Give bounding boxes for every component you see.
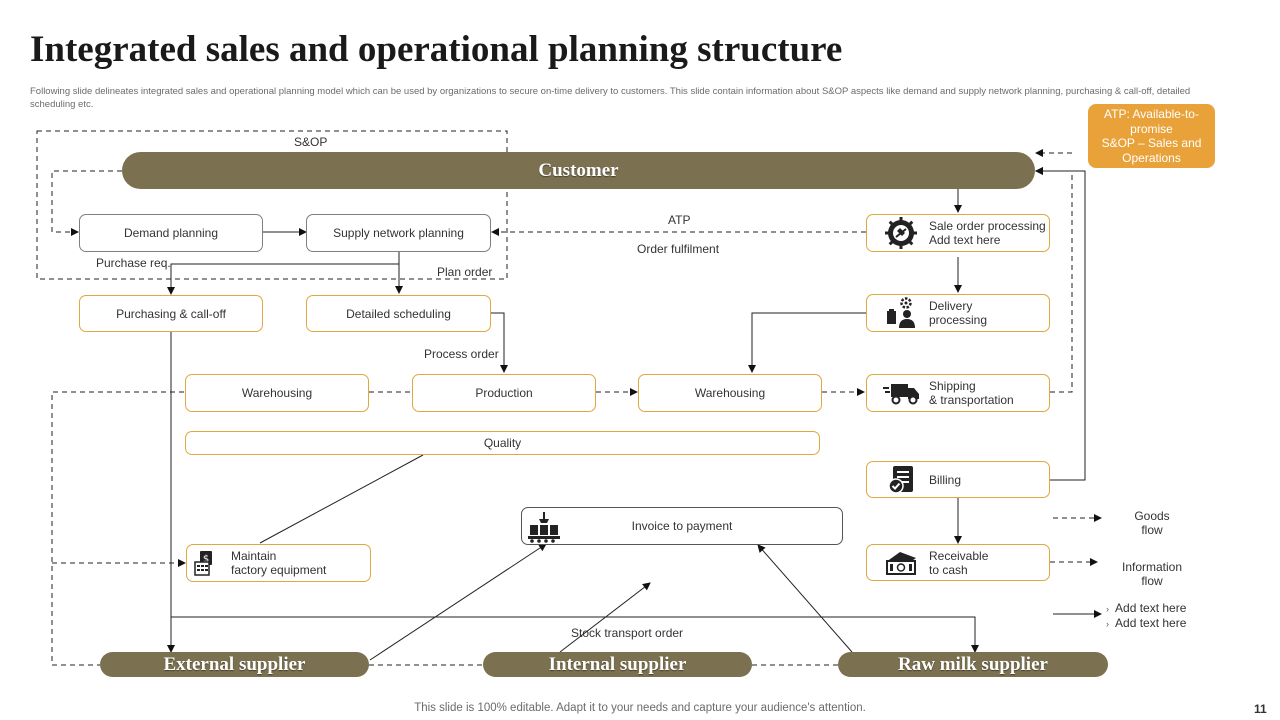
sop-boundary xyxy=(36,130,508,280)
maintain-line2: factory equipment xyxy=(231,563,327,577)
shipping-line2: & transportation xyxy=(929,393,1014,407)
legend-add-text-2: Add text here xyxy=(1115,616,1187,630)
footer-note: This slide is 100% editable. Adapt it to… xyxy=(414,702,866,714)
legend-goods-flow-line1: Goods xyxy=(1134,509,1170,523)
customer-pill: Customer xyxy=(122,152,1035,189)
sale-order-line1: Sale order processing xyxy=(929,219,1046,233)
worker-gear-icon xyxy=(881,297,921,329)
internal-supplier-pill: Internal supplier xyxy=(483,652,752,677)
maintain-line1: Maintain xyxy=(231,549,277,563)
sop-label: S&OP xyxy=(294,135,328,149)
delivery-line2: processing xyxy=(929,313,988,327)
page-title: Integrated sales and operational plannin… xyxy=(30,29,843,70)
billing-label: Billing xyxy=(929,472,962,487)
billing-box: Billing xyxy=(866,461,1050,498)
warehousing-left-box: Warehousing xyxy=(185,374,369,412)
warehousing-mid-box: Warehousing xyxy=(638,374,822,412)
purchasing-call-off-box: Purchasing & call-off xyxy=(79,295,263,332)
receivable-line2: to cash xyxy=(929,562,968,577)
page-subtitle: Following slide delineates integrated sa… xyxy=(30,86,1191,110)
atp-label: ATP xyxy=(668,213,691,227)
chevron-right-icon: › xyxy=(1106,604,1109,614)
cash-icon xyxy=(881,550,921,576)
quality-box: Quality xyxy=(185,431,820,455)
delivery-line1: Delivery xyxy=(929,299,973,313)
process-order-label: Process order xyxy=(424,347,499,361)
shipping-line1: Shipping xyxy=(929,379,976,393)
factory-calculator-icon: $ xyxy=(189,550,223,576)
raw-milk-supplier-pill: Raw milk supplier xyxy=(838,652,1108,677)
production-box: Production xyxy=(412,374,596,412)
detailed-scheduling-box: Detailed scheduling xyxy=(306,295,491,332)
sale-order-line2: Add text here xyxy=(929,233,1001,247)
atp-note-line2: S&OP – Sales and Operations xyxy=(1101,136,1202,165)
plan-order-label: Plan order xyxy=(437,265,493,279)
page-number: 11 xyxy=(1254,702,1267,716)
truck-icon xyxy=(881,380,921,406)
order-fulfilment-label: Order fulfilment xyxy=(637,242,720,256)
svg-text:$: $ xyxy=(203,554,209,565)
billing-check-icon xyxy=(881,465,921,495)
receivable-line1: Receivable xyxy=(929,548,989,563)
legend-add-text-1: Add text here xyxy=(1115,601,1187,615)
external-supplier-pill: External supplier xyxy=(100,652,369,677)
shipping-transportation-box: Shipping& transportation xyxy=(866,374,1050,412)
stock-transport-order-label: Stock transport order xyxy=(571,626,684,640)
invoice-to-payment-box: Invoice to payment xyxy=(521,507,843,545)
purchase-req-label: Purchase req. xyxy=(96,256,171,270)
gear-icon xyxy=(881,216,921,250)
legend-goods-flow-line2: flow xyxy=(1141,523,1163,537)
atp-note-line1: ATP: Available-to-promise xyxy=(1104,107,1199,136)
demand-planning-box: Demand planning xyxy=(79,214,263,252)
legend-information-flow-line2: flow xyxy=(1141,574,1163,588)
conveyor-icon xyxy=(527,511,561,546)
invoice-to-payment-label: Invoice to payment xyxy=(631,519,733,533)
chevron-right-icon: › xyxy=(1106,619,1109,629)
supply-network-planning-box: Supply network planning xyxy=(306,214,491,252)
legend-information-flow-line1: Information xyxy=(1121,560,1183,574)
legend-add-text-list: › Add text here › Add text here xyxy=(1106,601,1186,631)
